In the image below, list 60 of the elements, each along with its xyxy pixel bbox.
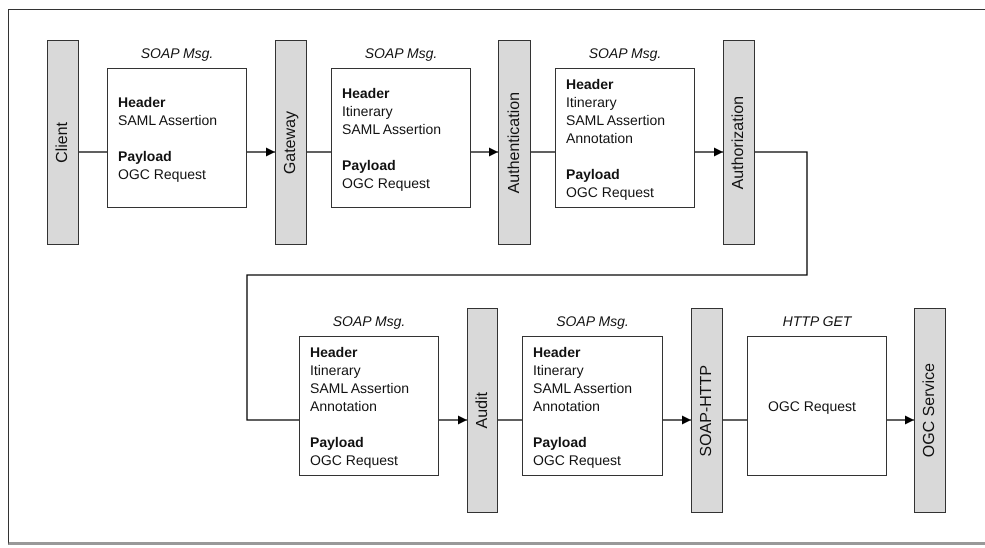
field-label: OGC Request [118,165,207,183]
field-label: SAML Assertion [310,379,410,397]
field-label: Itinerary [533,361,585,379]
arrow [887,416,914,424]
section-heading: Payload [566,165,621,183]
section-heading: Header [310,343,358,361]
field-label: OGC Request [768,397,857,415]
section-heading: Payload [342,156,397,174]
component-bar [691,308,723,513]
component-label: Authentication [504,92,524,194]
connector-line [246,151,808,421]
message-title: HTTP GET [782,312,853,331]
component-label: Audit [472,392,492,429]
message-title: SOAP Msg. [332,312,406,331]
field-label: Annotation [310,397,378,415]
section-heading: Header [118,93,166,111]
field-label: SAML Assertion [533,379,634,397]
component-label: SOAP-HTTP [697,364,716,456]
section-heading: Header [533,343,582,361]
connector-line [79,151,107,153]
message-title: SOAP Msg. [140,44,214,63]
field-label: Annotation [533,397,601,415]
section-heading: Header [566,75,614,93]
section-heading: Payload [118,147,173,165]
field-label: OGC Request [310,451,399,469]
component-label: Gateway [281,110,300,174]
field-label: OGC Request [566,183,655,201]
field-label: Annotation [566,129,634,147]
field-label: Itinerary [310,361,362,379]
message-title: SOAP Msg. [555,312,630,331]
connector-line [498,419,522,421]
connector-line [531,151,555,153]
arrow [439,416,467,424]
connector-line [723,419,747,421]
arrow [247,148,275,156]
field-label: Itinerary [342,102,394,120]
component-label: Authorization [729,96,748,190]
component-bar [467,308,498,513]
arrow [695,148,723,156]
field-label: SAML Assertion [566,111,666,129]
message-title: SOAP Msg. [364,44,438,63]
section-heading: Payload [310,433,365,451]
component-bar [914,308,946,513]
component-bar [723,40,755,245]
field-label: SAML Assertion [118,111,218,129]
connector-line [307,151,331,153]
arrow [663,416,691,424]
component-bar [47,40,79,245]
message-title: SOAP Msg. [588,44,662,63]
section-heading: Payload [533,433,588,451]
arrow [471,148,498,156]
field-label: OGC Request [342,174,431,192]
component-bar [498,40,531,245]
section-heading: Header [342,84,390,102]
field-label: OGC Request [533,451,622,469]
component-bar [275,40,307,245]
component-label: Client [53,122,72,163]
component-label: OGC Service [920,363,939,458]
field-label: SAML Assertion [342,120,442,138]
field-label: Itinerary [566,93,618,111]
